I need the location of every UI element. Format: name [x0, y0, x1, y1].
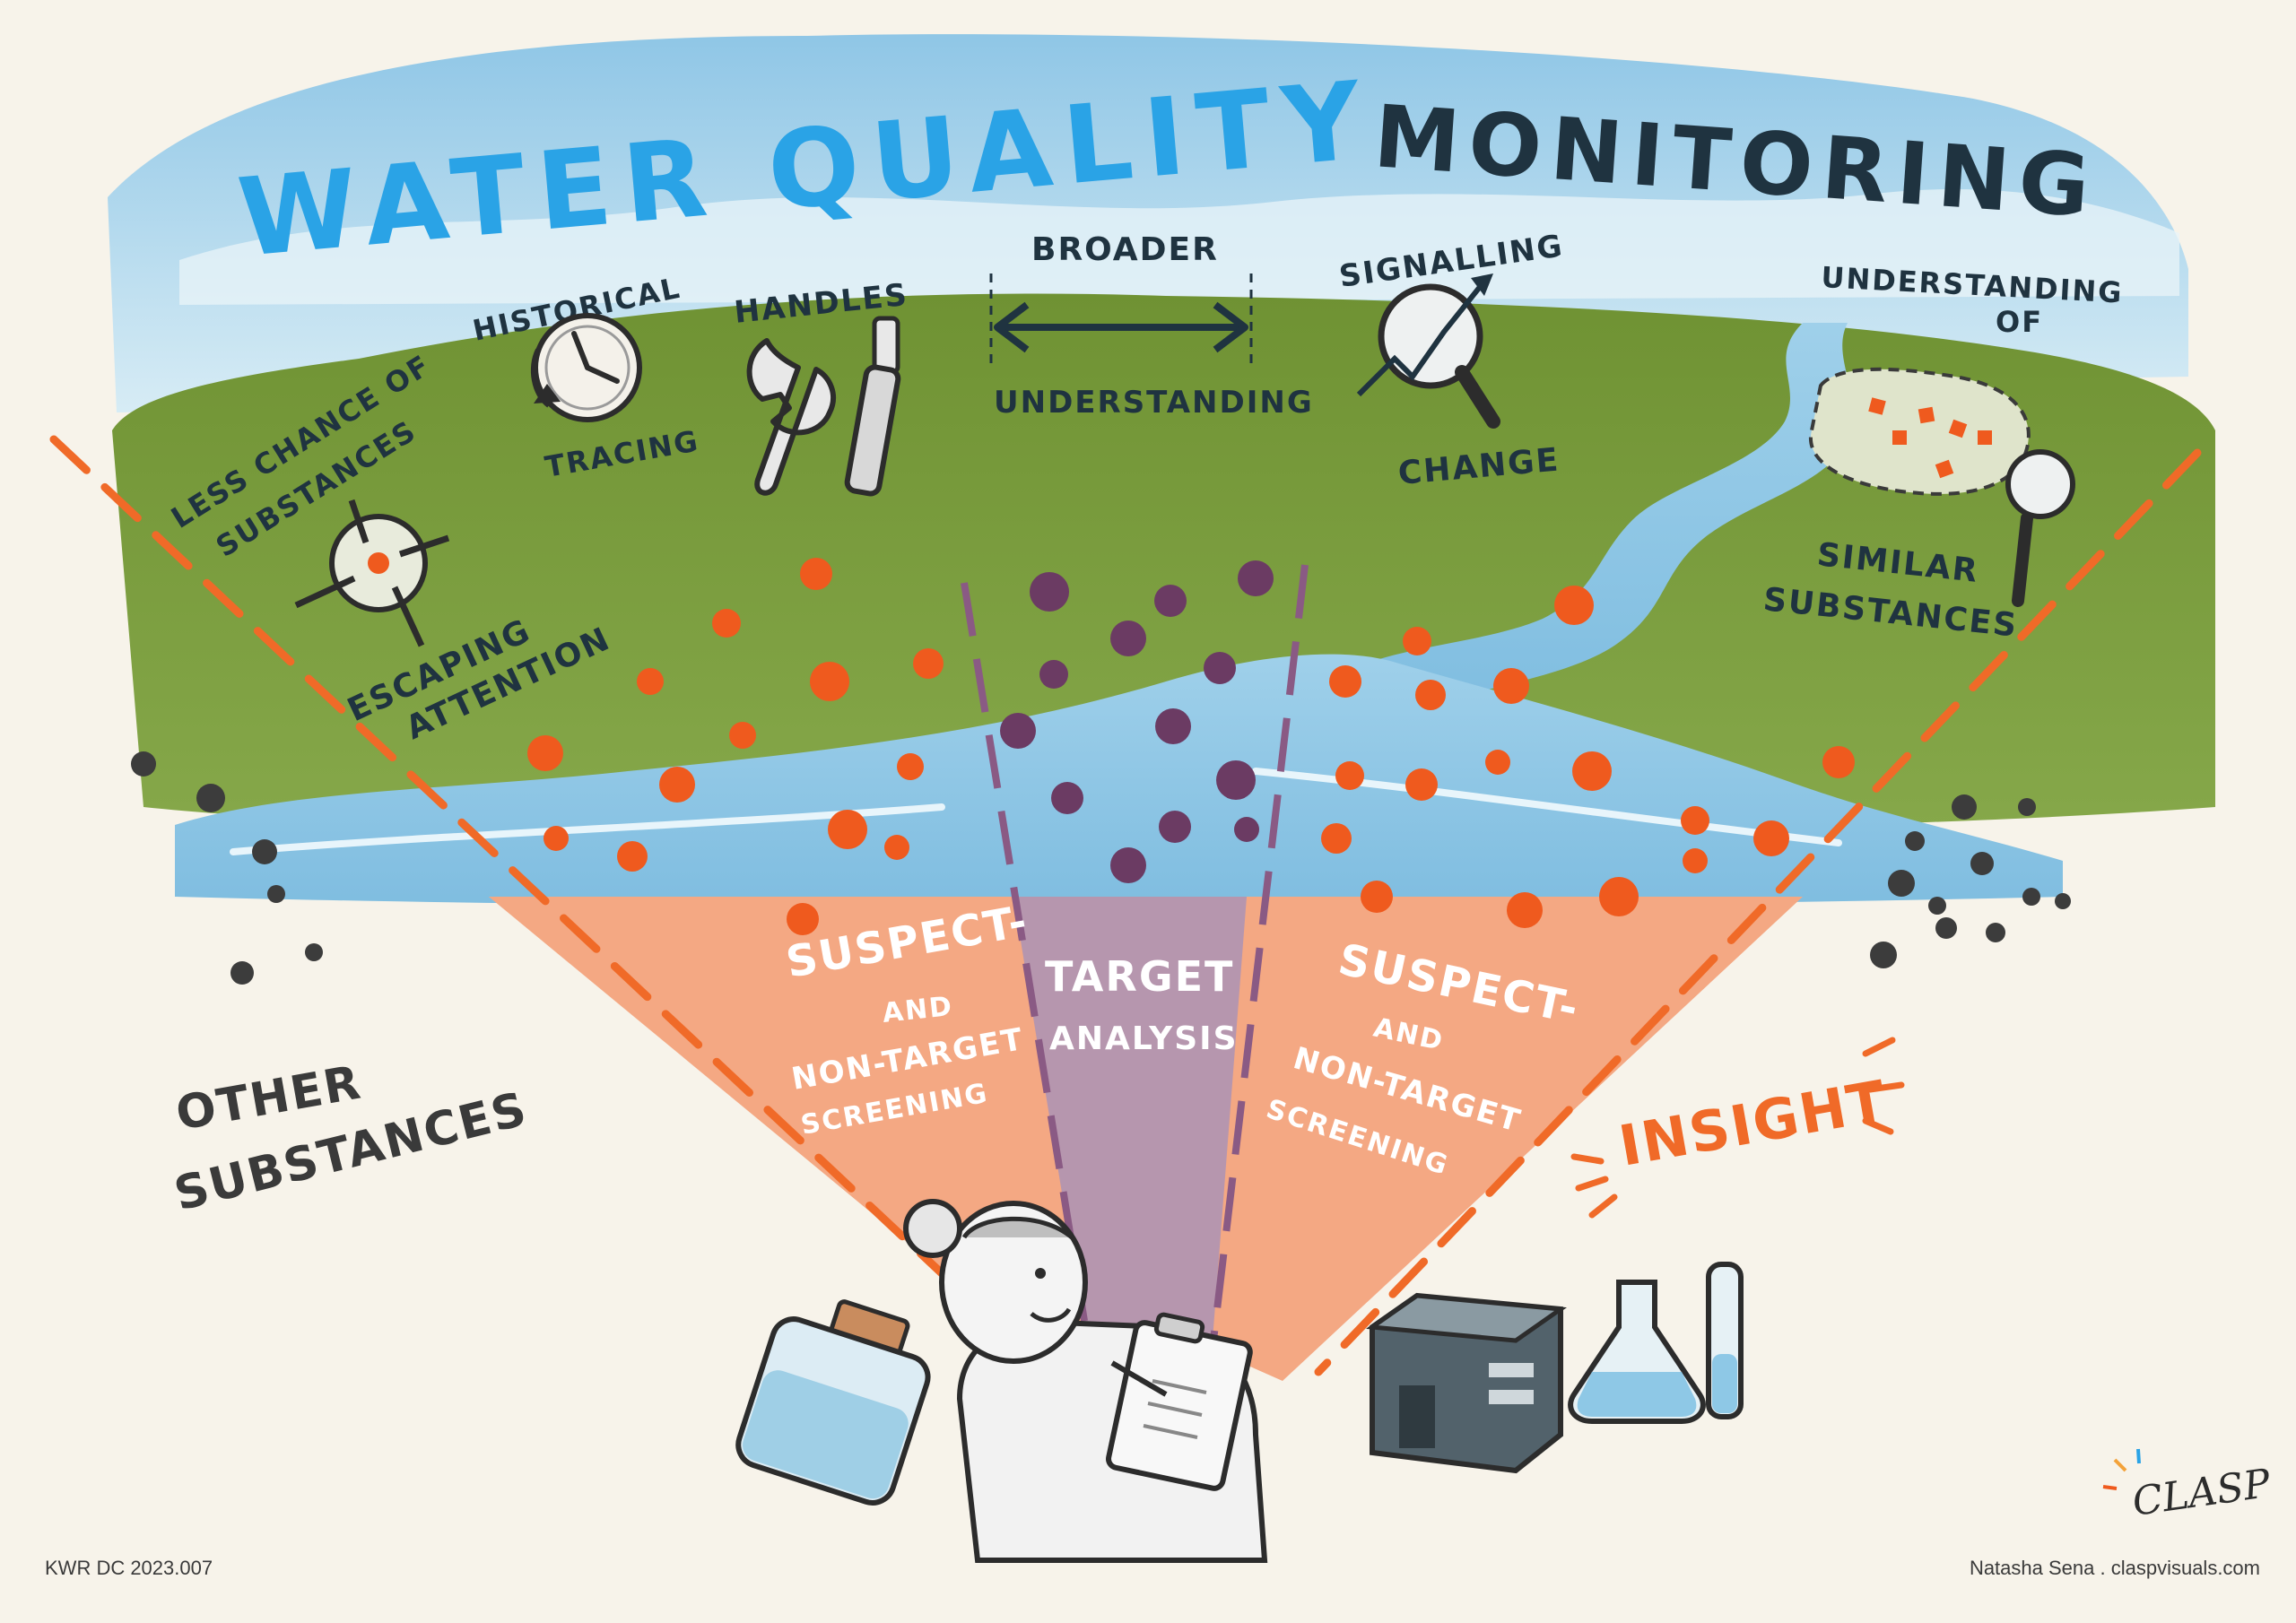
orange-dot [1485, 750, 1510, 775]
grey-dot [1935, 917, 1957, 939]
orange-dot [884, 835, 909, 860]
label-understanding: UNDERSTANDING [994, 385, 1314, 421]
double-arrow-icon [989, 273, 1253, 368]
grey-dots [131, 751, 2071, 985]
grey-dot [1888, 870, 1915, 897]
dashed-line-left [49, 435, 946, 1278]
cluster-magnifier-icon [1808, 367, 2075, 607]
clasp-logo: CLASP [2102, 1448, 2274, 1525]
footer-reference: KWR DC 2023.007 [45, 1557, 213, 1579]
wrench-icon [746, 338, 836, 496]
orange-dot [1493, 668, 1529, 704]
screwdriver-icon [844, 316, 901, 497]
scientist-figure [903, 1199, 1268, 1563]
purple-dot [1216, 760, 1256, 800]
grey-dot [1970, 852, 1994, 875]
orange-dot [810, 662, 849, 701]
orange-dots [527, 558, 1855, 935]
river-lower [175, 654, 2063, 907]
label-of: OF [1996, 305, 2043, 339]
grey-dot [1905, 831, 1925, 851]
purple-dot [1110, 847, 1146, 883]
orange-dot [787, 903, 819, 935]
target-crosshair-icon [294, 499, 450, 647]
label-insight: INSIGHT [1614, 1067, 1892, 1178]
orange-dot [659, 767, 695, 803]
purple-dot [1234, 817, 1259, 842]
grey-dot [1928, 897, 1946, 915]
orange-dot [1822, 746, 1855, 778]
orange-dot [1335, 761, 1364, 790]
orange-dot [729, 722, 756, 749]
orange-dot [617, 841, 648, 872]
orange-dot [1321, 823, 1352, 854]
insight-rays-icon [1570, 1037, 1905, 1219]
footer-credit: Natasha Sena . claspvisuals.com [1969, 1557, 2260, 1579]
grey-dot [196, 784, 225, 812]
svg-text:CLASP: CLASP [2129, 1461, 2274, 1525]
label-suspect-left-2: AND [881, 991, 954, 1029]
orange-dot [1329, 665, 1361, 698]
grey-dot [252, 839, 277, 864]
orange-dot [1403, 627, 1431, 655]
grey-dot [2055, 893, 2071, 909]
purple-dot [1159, 811, 1191, 843]
grey-dot [1952, 794, 1977, 820]
orange-dot [897, 753, 924, 780]
purple-dot [1039, 660, 1068, 689]
cloud-band [179, 189, 2179, 305]
grey-dot [305, 943, 323, 961]
purple-dot [1238, 560, 1274, 596]
flask-icon [1568, 1280, 1706, 1424]
test-tube-icon [1706, 1262, 1744, 1419]
orange-dot [1572, 751, 1612, 791]
grass-field [112, 293, 2215, 835]
orange-dot [1599, 877, 1639, 916]
orange-dot [1415, 680, 1446, 710]
orange-dot [637, 668, 664, 695]
orange-dot [1507, 892, 1543, 928]
orange-dot [712, 609, 741, 638]
label-broader: BROADER [1031, 231, 1219, 268]
target-line-right [1207, 564, 1309, 1364]
orange-dot [1554, 586, 1594, 625]
orange-dot [1361, 881, 1393, 913]
purple-dot [1155, 708, 1191, 744]
water-bottle-icon [735, 1299, 931, 1506]
orange-dot [1753, 820, 1789, 856]
target-line-left [961, 582, 1093, 1355]
lab-instrument-icon [1365, 1292, 1568, 1474]
orange-dot [913, 648, 944, 679]
label-analysis: ANALYSIS [1049, 1020, 1239, 1057]
grey-dot [1986, 923, 2005, 942]
grey-dot [2022, 888, 2040, 906]
purple-dots [1000, 560, 1274, 883]
grey-dot [267, 885, 285, 903]
orange-dot [544, 826, 569, 851]
purple-dot [1110, 621, 1146, 656]
purple-dot [1030, 572, 1069, 612]
purple-dot [1204, 652, 1236, 684]
grey-dot [230, 961, 254, 985]
purple-dot [1000, 713, 1036, 749]
purple-dot [1154, 585, 1187, 617]
magnifier-chart-icon [1356, 273, 1500, 429]
grey-dot [1870, 942, 1897, 968]
purple-dot [1051, 782, 1083, 814]
orange-dot [800, 558, 832, 590]
grey-dot [2018, 798, 2036, 816]
orange-dot [1681, 806, 1709, 835]
orange-dot [828, 810, 867, 849]
clock-icon [530, 313, 642, 422]
orange-dot [527, 735, 563, 771]
grey-dot [131, 751, 156, 777]
dashed-line-right [1314, 448, 2202, 1376]
orange-dot [1405, 768, 1438, 801]
label-target: TARGET [1045, 952, 1234, 1001]
orange-dot [1683, 848, 1708, 873]
